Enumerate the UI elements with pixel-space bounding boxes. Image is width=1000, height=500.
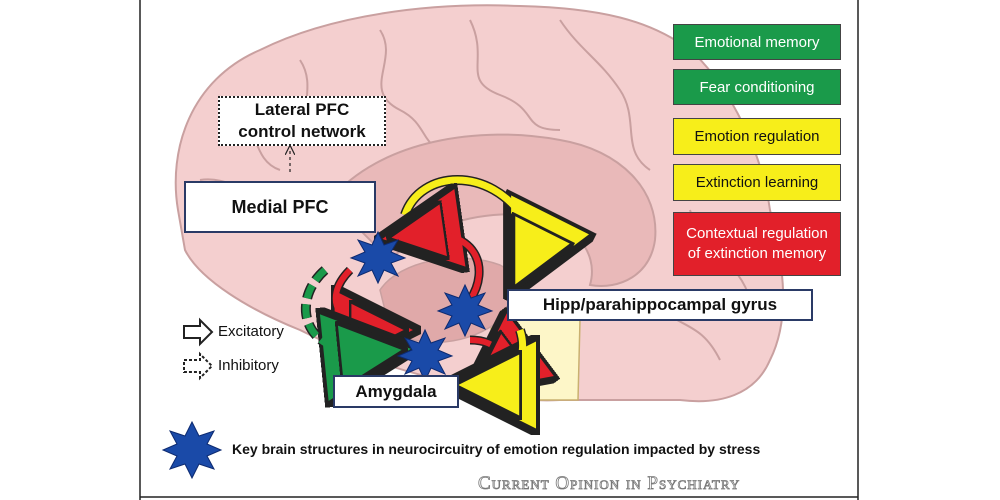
footnote: Key brain structures in neurocircuitry o… [232, 441, 761, 457]
function-extinction-learning: Extinction learning [673, 164, 841, 201]
corpus-callosum [328, 133, 657, 287]
legend-star [161, 420, 223, 480]
function-fear-conditioning: Fear conditioning [673, 69, 841, 105]
legend-inhibitory-label: Inhibitory [218, 357, 279, 374]
key-structure-stars [161, 230, 494, 480]
credit-watermark: Current Opinion in Psychiatry [478, 473, 741, 495]
star-medial-pfc [349, 230, 407, 285]
lateral-pfc-label: Lateral PFC control network [218, 96, 386, 146]
function-emotion-regulation: Emotion regulation [673, 118, 841, 155]
legend-excitatory-label: Excitatory [218, 323, 284, 340]
function-contextual-regulation: Contextual regulation of extinction memo… [673, 212, 841, 276]
star-hippocampus [436, 283, 494, 338]
arrows [290, 150, 531, 385]
inhibitory-arrow-icon [183, 351, 214, 381]
excitatory-arrow-icon [183, 317, 214, 347]
hippocampus-label: Hipp/parahippocampal gyrus [507, 289, 813, 321]
amygdala-label: Amygdala [333, 375, 459, 408]
medial-pfc-label: Medial PFC [184, 181, 376, 233]
function-emotional-memory: Emotional memory [673, 24, 841, 60]
